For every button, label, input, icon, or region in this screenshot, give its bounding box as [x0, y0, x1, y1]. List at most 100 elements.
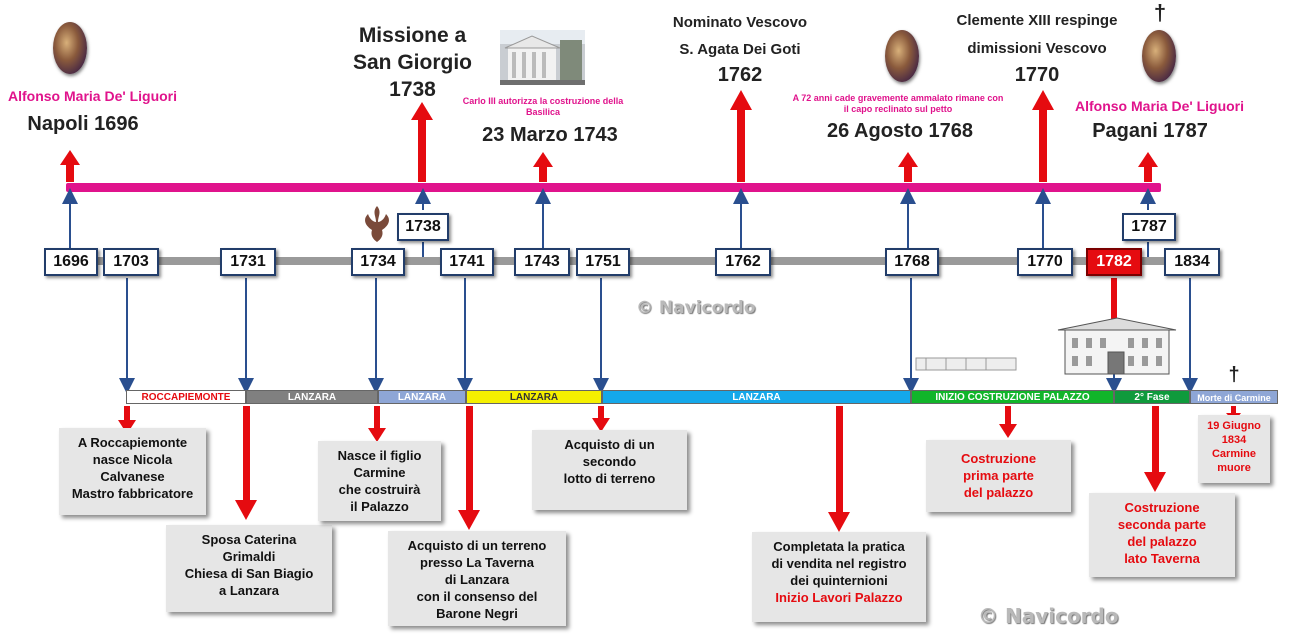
note-line: muore [1217, 462, 1251, 474]
note-line: presso La Taverna [420, 555, 534, 570]
event-title: Clemente XIII respinge [956, 12, 1118, 29]
segment: LANZARA [378, 390, 466, 404]
year-box: 1696 [44, 248, 98, 276]
event-name: Alfonso Maria De' Liguori [8, 88, 178, 104]
note-line: Acquisto di un [564, 437, 655, 452]
note-line: Completata la pratica [773, 539, 905, 554]
note-line: Carmine [353, 465, 406, 480]
event-title: San Giorgio [352, 51, 472, 74]
axis-line [60, 257, 1220, 265]
blue-down-arrows [119, 278, 1198, 394]
event-label: 23 Marzo 1743 [482, 124, 618, 146]
year-box: 1762 [715, 248, 771, 276]
watermark: © Navicordo [636, 298, 756, 318]
year-box: 1743 [514, 248, 570, 276]
year-box: 1787 [1122, 213, 1176, 241]
note-line: Nasce il figlio [337, 448, 422, 463]
year-box: 1734 [351, 248, 405, 276]
note-line: Costruzione [960, 451, 1037, 466]
year-box: 1703 [103, 248, 159, 276]
note-box: 19 Giugno 1834 Carmine muore [1198, 415, 1270, 483]
note-line: di vendita nel registro [771, 556, 907, 571]
note-line-highlight: Inizio Lavori Palazzo [775, 590, 903, 605]
note-line: a Lanzara [219, 583, 279, 598]
event-year: 1738 [389, 78, 436, 101]
basilica-image [500, 30, 585, 85]
note-box: Sposa Caterina Grimaldi Chiesa di San Bi… [166, 525, 332, 612]
note-line: Chiesa di San Biagio [184, 566, 314, 581]
note-line: del palazzo [963, 485, 1034, 500]
note-line: con il consenso del [416, 589, 538, 604]
segment: LANZARA [466, 390, 602, 404]
note-line: Grimaldi [222, 549, 276, 564]
note-line: lotto di terreno [563, 471, 656, 486]
segment: LANZARA [246, 390, 378, 404]
segment: LANZARA [602, 390, 911, 404]
note-line: Carmine [1211, 448, 1257, 460]
event-label: Napoli 1696 [27, 113, 139, 135]
event-caption: Carlo III autorizza la costruzione della… [462, 96, 624, 117]
year-box: 1741 [440, 248, 494, 276]
note-box: Costruzione prima parte del palazzo [926, 440, 1071, 512]
note-line: 19 Giugno [1207, 420, 1261, 432]
note-line: prima parte [963, 468, 1034, 483]
event-year: 1770 [1014, 64, 1060, 86]
note-line: Mastro fabbricatore [71, 486, 194, 501]
year-box: 1738 [397, 213, 449, 241]
note-box: Costruzione seconda parte del palazzo la… [1089, 493, 1235, 577]
note-box: Nasce il figlio Carmine che costruirà il… [318, 441, 441, 521]
note-line: di Lanzara [444, 572, 510, 587]
blue-up-arrows [62, 188, 1156, 257]
watermark: © Navicordo [978, 604, 1119, 628]
year-box-highlight: 1782 [1086, 248, 1142, 276]
event-label: 26 Agosto 1768 [827, 120, 973, 142]
year-box: 1834 [1164, 248, 1220, 276]
event-title: S. Agata Dei Goti [679, 41, 801, 58]
fleur-icon [365, 206, 389, 242]
event-title: Missione a [358, 24, 467, 47]
note-line: Barone Negri [436, 606, 518, 621]
note-box: Acquisto di un secondo lotto di terreno [532, 430, 687, 510]
note-box: A Roccapiemonte nasce Nicola Calvanese M… [59, 428, 206, 515]
segment: Morte di Carmine [1190, 390, 1278, 404]
cross-icon: † [1228, 364, 1240, 386]
portrait-image [53, 22, 87, 74]
note-line: A Roccapiemonte [77, 435, 188, 450]
red-down-arrows [118, 406, 1241, 532]
year-box: 1731 [220, 248, 276, 276]
note-line: dei quinternioni [790, 573, 888, 588]
building-sketch [915, 357, 1017, 371]
portrait-image [885, 30, 919, 82]
note-line: che costruirà [338, 482, 421, 497]
year-box: 1770 [1017, 248, 1073, 276]
segment: 2° Fase [1114, 390, 1190, 404]
event-year: 1762 [717, 64, 763, 86]
segment: INIZIO COSTRUZIONE PALAZZO [911, 390, 1114, 404]
year-box: 1751 [576, 248, 630, 276]
note-line: Costruzione [1124, 500, 1200, 515]
palace-image [1057, 317, 1177, 375]
cross-icon: † [1153, 0, 1167, 25]
note-box: Acquisto di un terreno presso La Taverna… [388, 531, 566, 626]
note-line: Sposa Caterina [201, 532, 297, 547]
portrait-image [1142, 30, 1176, 82]
note-line: 1834 [1221, 434, 1247, 446]
note-line: lato Taverna [1124, 551, 1200, 566]
note-line: Acquisto di un terreno [407, 538, 547, 553]
event-name: Alfonso Maria De' Liguori [1075, 98, 1245, 114]
event-title: Nominato Vescovo [672, 14, 808, 31]
note-line: secondo [582, 454, 637, 469]
segment: ROCCAPIEMONTE [126, 390, 246, 404]
note-line: seconda parte [1117, 517, 1207, 532]
event-caption: A 72 anni cade gravemente ammalato riman… [792, 93, 1004, 114]
note-box: Completata la pratica di vendita nel reg… [752, 532, 926, 622]
event-title: dimissioni Vescovo [967, 40, 1107, 57]
event-label: Pagani 1787 [1092, 120, 1208, 142]
note-line: Calvanese [100, 469, 165, 484]
note-line: del palazzo [1127, 534, 1197, 549]
note-line: nasce Nicola [92, 452, 173, 467]
red-up-arrows [60, 90, 1158, 182]
note-line: il Palazzo [350, 499, 409, 514]
